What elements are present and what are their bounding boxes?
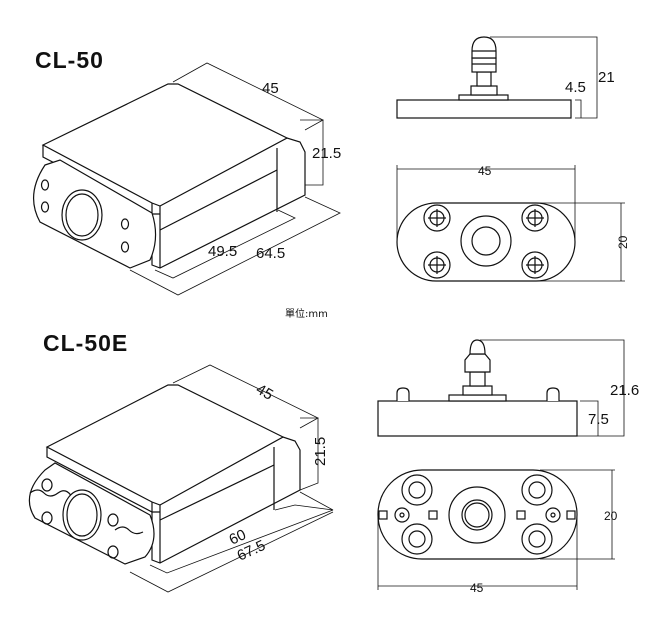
cl50-total-height-dim: 21	[598, 69, 615, 86]
cl50e-side-view: 21.6 7.5	[377, 339, 639, 437]
lens	[61, 189, 103, 241]
cl50e-title: CL-50E	[43, 330, 128, 356]
cl50-side-view: 21 4.5	[396, 36, 615, 119]
cl50-title: CL-50	[35, 47, 104, 73]
cl50-top-width-dim: 45	[478, 164, 492, 178]
cl50e-body-length-dim: 60	[227, 526, 249, 548]
cl50e-top-depth-dim: 20	[604, 509, 618, 523]
body-top	[41, 83, 289, 207]
cl50e-section: CL-50E 45 21.5 60 67.5	[28, 330, 639, 595]
cl50-top-depth-dim: 20	[616, 235, 630, 249]
cl50e-height-dim: 21.5	[312, 437, 329, 466]
body-side	[151, 137, 306, 269]
cl50-height-dim: 21.5	[312, 145, 341, 162]
cl50e-width-dim: 45	[253, 381, 276, 404]
cl50-body-length-dim: 49.5	[208, 243, 237, 260]
cl50e-total-height-dim: 21.6	[610, 382, 639, 399]
cl50e-isometric-view: 45 21.5 60 67.5	[28, 364, 334, 593]
cl50-base-height-dim: 4.5	[565, 79, 586, 96]
body-top	[45, 384, 285, 506]
cl50-section: CL-50 45 21.5 49.5 64.5	[33, 36, 630, 296]
cl50e-top-width-dim: 45	[470, 581, 484, 595]
cl50e-base-height-dim: 7.5	[588, 411, 609, 428]
body-side	[151, 436, 301, 564]
cl50-width-dim: 45	[262, 80, 279, 97]
cl50e-top-view: 45 20	[377, 469, 618, 595]
unit-label: 單位:mm	[285, 307, 328, 320]
cl50-total-length-dim: 64.5	[256, 245, 285, 262]
cl50-isometric-view: 45 21.5 49.5 64.5	[33, 62, 341, 296]
cl50-top-view: 45 20	[396, 164, 630, 282]
lens	[62, 489, 102, 541]
